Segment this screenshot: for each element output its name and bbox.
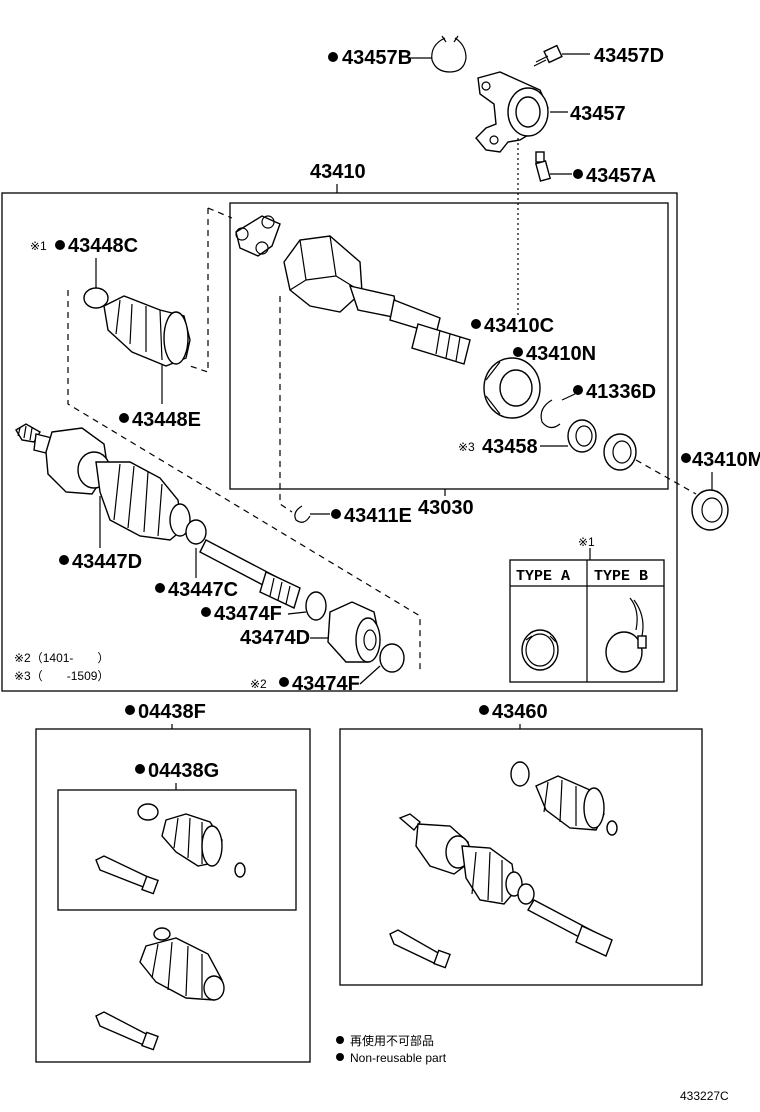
figure-id: 433227C xyxy=(680,1089,729,1103)
seal-43410m xyxy=(691,489,729,531)
legend-dot-jp xyxy=(336,1036,344,1044)
tripod-joint xyxy=(235,215,281,257)
nonreusable-dot xyxy=(155,583,165,593)
nonreusable-dot xyxy=(573,385,583,395)
nonreusable-dot xyxy=(471,319,481,329)
type-b-label: TYPE B xyxy=(594,568,648,585)
note-ref-43474f-b: ※2 xyxy=(250,677,267,691)
label-43457b[interactable]: 43457B xyxy=(342,47,412,69)
bearing-43410c xyxy=(483,357,541,419)
label-43411e[interactable]: 43411E xyxy=(344,505,412,527)
label-43474d[interactable]: 43474D xyxy=(240,627,310,649)
type-a-label: TYPE A xyxy=(516,568,570,585)
label-43474f-a[interactable]: 43474F xyxy=(214,603,282,625)
label-43410[interactable]: 43410 xyxy=(310,161,366,183)
label-43457[interactable]: 43457 xyxy=(570,103,626,125)
legend-en: Non-reusable part xyxy=(350,1051,447,1065)
kit-box-43460 xyxy=(339,728,703,986)
nonreusable-dot xyxy=(59,555,69,565)
clamp-type-a xyxy=(521,629,559,671)
label-43410m[interactable]: 43410M xyxy=(692,449,760,471)
legend-dot-en xyxy=(336,1053,344,1061)
nonreusable-dot xyxy=(513,347,523,357)
label-43457d[interactable]: 43457D xyxy=(594,45,664,67)
label-43474f-b[interactable]: 43474F xyxy=(292,673,360,695)
label-43448c[interactable]: 43448C xyxy=(68,235,138,257)
nonreusable-dot xyxy=(573,169,583,179)
label-43410n[interactable]: 43410N xyxy=(526,343,596,365)
note-3: ※3（ -1509） xyxy=(14,669,109,683)
snap-ring-41336d xyxy=(540,399,561,429)
nonreusable-dot xyxy=(55,240,65,250)
label-43447d[interactable]: 43447D xyxy=(72,551,142,573)
inboard-joint-43030 xyxy=(283,235,471,365)
note-2: ※2（1401- ） xyxy=(14,651,109,665)
bolt-43457a xyxy=(534,151,552,182)
boot-43474d xyxy=(327,601,381,663)
label-43410c[interactable]: 43410C xyxy=(484,315,554,337)
label-43447c[interactable]: 43447C xyxy=(168,579,238,601)
clamp-43448c xyxy=(83,287,109,309)
bolt-43457d xyxy=(533,44,563,67)
clamp-43474f-a xyxy=(305,591,327,621)
clip-43457b xyxy=(431,35,467,73)
note-ref-43458: ※3 xyxy=(458,440,475,454)
kit-04438f-parts xyxy=(95,927,225,1051)
label-43448e[interactable]: 43448E xyxy=(132,409,201,431)
type-box-ref: ※1 xyxy=(578,535,595,549)
outboard-axle xyxy=(15,423,301,609)
nonreusable-dot xyxy=(279,677,289,687)
boot-43448e xyxy=(103,295,191,367)
label-43460[interactable]: 43460 xyxy=(492,701,548,723)
nonreusable-dot xyxy=(681,453,691,463)
legend-jp: 再使用不可部品 xyxy=(350,1033,434,1048)
clamp-type-b xyxy=(605,597,647,673)
nonreusable-dot xyxy=(328,52,338,62)
label-41336d[interactable]: 41336D xyxy=(586,381,656,403)
label-43458[interactable]: 43458 xyxy=(482,436,538,458)
kit-43460-parts xyxy=(389,761,618,969)
nonreusable-dot xyxy=(125,705,135,715)
label-43457a[interactable]: 43457A xyxy=(586,165,656,187)
inner-box-43030 xyxy=(229,202,669,490)
label-04438g[interactable]: 04438G xyxy=(148,760,219,782)
assembly-box-43410 xyxy=(1,192,678,692)
nonreusable-dot xyxy=(479,705,489,715)
label-04438f[interactable]: 04438F xyxy=(138,701,206,723)
nonreusable-dot xyxy=(201,607,211,617)
nonreusable-dot xyxy=(119,413,129,423)
clip-43411e xyxy=(294,505,311,523)
kit-04438g-parts xyxy=(95,803,246,895)
label-43030[interactable]: 43030 xyxy=(418,497,474,519)
seal-43458 xyxy=(567,419,597,453)
nonreusable-dot xyxy=(331,509,341,519)
kit-box-04438g xyxy=(57,789,297,911)
clamp-43474f-b xyxy=(379,643,405,673)
oil-seal xyxy=(603,433,637,471)
kit-box-04438f xyxy=(35,728,311,1063)
nonreusable-dot xyxy=(135,764,145,774)
bearing-bracket-43457 xyxy=(475,71,549,153)
note-ref-43448c: ※1 xyxy=(30,239,47,253)
